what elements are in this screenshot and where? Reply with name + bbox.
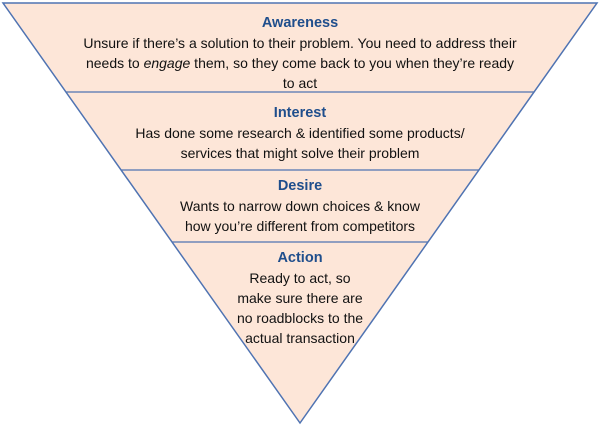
stage-interest: Interest Has done some research & identi… (0, 104, 600, 163)
description-line: Has done some research & identified some… (135, 125, 465, 141)
description-line: services that might solve their problem (180, 145, 420, 161)
description-line: needs to engage them, so they come back … (85, 55, 515, 71)
description-line: to act (282, 75, 318, 91)
stage-description-awareness: Unsure if there’s a solution to their pr… (0, 33, 600, 93)
stage-desire: Desire Wants to narrow down choices & kn… (0, 177, 600, 236)
stage-awareness: Awareness Unsure if there’s a solution t… (0, 14, 600, 93)
description-line: Ready to act, so (249, 270, 351, 286)
description-line: make sure there are (237, 290, 363, 306)
stage-title-action: Action (277, 250, 323, 266)
emphasized-text: engage (143, 55, 191, 71)
stage-title-awareness: Awareness (261, 15, 339, 31)
description-line: Wants to narrow down choices & know (180, 198, 420, 214)
stage-action: Action Ready to act, so make sure there a… (0, 249, 600, 348)
description-line: no roadblocks to the (236, 310, 364, 326)
description-line: Unsure if there’s a solution to their pr… (83, 35, 517, 51)
stage-description-interest: Has done some research & identified some… (0, 123, 600, 163)
stage-description-desire: Wants to narrow down choices & know how y… (0, 196, 600, 236)
description-line: actual transaction (245, 330, 355, 346)
description-line: how you’re different from competitors (184, 218, 416, 234)
stage-title-desire: Desire (277, 178, 323, 194)
stage-description-action: Ready to act, so make sure there are no ro… (0, 268, 600, 348)
stage-title-interest: Interest (273, 105, 327, 121)
